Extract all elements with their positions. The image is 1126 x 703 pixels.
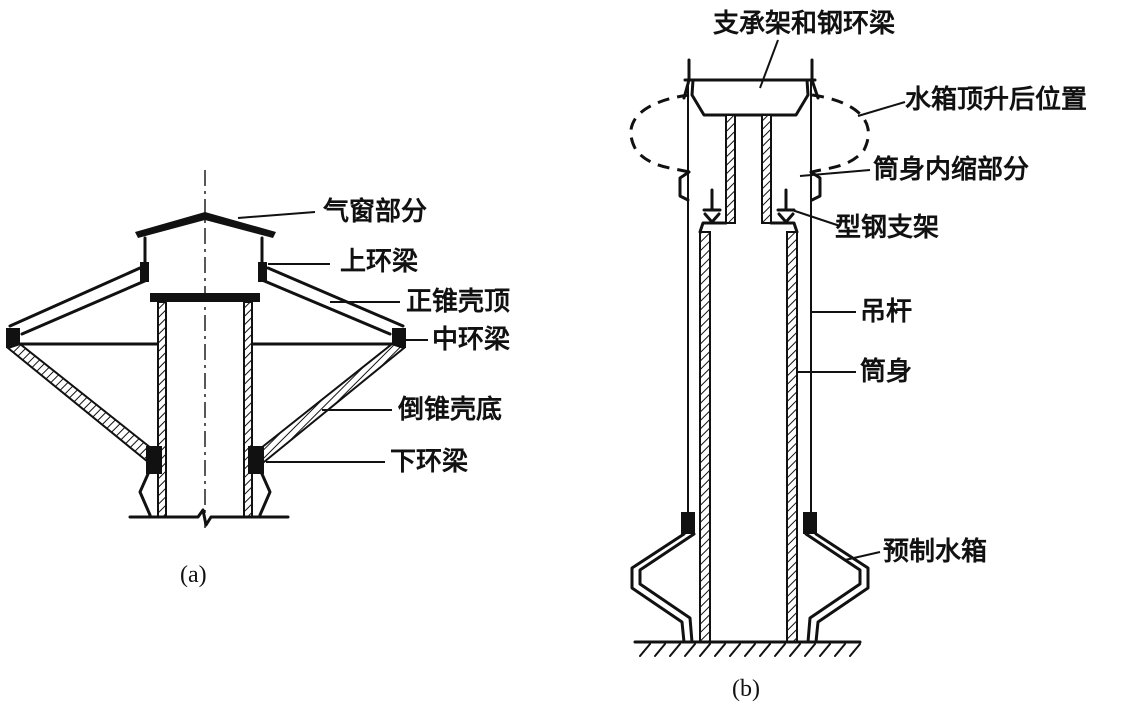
ground-break-line — [128, 508, 290, 527]
diagram-a-leaders — [237, 211, 428, 463]
label-upper-ring-beam: 上环梁 — [340, 247, 418, 277]
tank-top-raised-right — [811, 93, 870, 174]
shaft-wall-right — [243, 301, 253, 518]
shaft-wall-right-b — [786, 231, 798, 643]
label-support-frame: 支承架和钢环梁 — [713, 9, 895, 39]
air-window-roof — [135, 212, 276, 238]
shaft-wall-left-b — [699, 231, 711, 643]
upper-ring-beam-left — [140, 262, 149, 282]
label-inverted-cone-bottom: 倒锥壳底 — [397, 394, 502, 425]
leader-precast-tank — [844, 551, 881, 561]
leader-air-window — [237, 211, 316, 219]
diagram-b — [629, 58, 870, 657]
label-steel-support: 型钢支架 — [835, 213, 939, 243]
support-frame-body — [690, 78, 810, 117]
label-shaft: 筒身 — [860, 356, 912, 387]
tank-top-raised-left — [629, 93, 690, 174]
tank-top-corbels — [678, 170, 822, 202]
inverted-cone-bottom-right — [254, 342, 407, 464]
cone-shell-top-left — [8, 266, 149, 336]
caption-b: (b) — [732, 676, 760, 702]
tank-joint-left — [681, 512, 695, 534]
shaft-wall-left — [157, 301, 167, 518]
caption-a: (a) — [180, 562, 207, 588]
label-middle-ring-beam: 中环梁 — [432, 325, 510, 355]
precast-tank-left — [630, 532, 696, 644]
air-window-walls — [143, 236, 264, 282]
leader-support-frame — [759, 39, 779, 89]
lower-ring-beam-left — [146, 446, 162, 474]
shaft-shoulder — [698, 221, 799, 234]
label-air-window: 气窗部分 — [322, 196, 427, 227]
leader-shaft-recess — [799, 169, 871, 177]
ground-hatching — [639, 643, 861, 657]
label-suspender: 吊杆 — [860, 297, 912, 327]
label-cone-shell-top: 正锥壳顶 — [406, 287, 510, 317]
label-precast-tank: 预制水箱 — [883, 536, 987, 567]
lower-ring-beam-right — [248, 446, 264, 474]
lower-flare — [138, 472, 272, 517]
diagram-a — [5, 170, 407, 528]
precast-tank-right — [804, 532, 870, 644]
leader-tank-top-raised — [857, 101, 906, 117]
middle-ring-beam-right — [392, 328, 406, 348]
leader-steel-support — [791, 209, 841, 227]
cone-shell-top-right — [260, 266, 405, 336]
shaft-recess-right — [761, 114, 772, 224]
label-lower-ring-beam: 下环梁 — [390, 447, 468, 477]
label-shaft-recess: 筒身内缩部分 — [873, 154, 1029, 185]
steel-support-left — [702, 188, 722, 224]
shaft-recess-left — [725, 114, 736, 224]
diagram-b-leaders — [759, 39, 906, 561]
upper-ring-beam-right — [258, 262, 267, 282]
tank-joint-right — [803, 512, 817, 534]
inverted-cone-bottom-left — [5, 342, 158, 464]
shaft-top-ring — [150, 293, 260, 302]
middle-ring-beam-left — [6, 328, 20, 348]
steel-support-right — [776, 188, 796, 224]
label-tank-top-raised: 水箱顶升后位置 — [905, 84, 1087, 115]
